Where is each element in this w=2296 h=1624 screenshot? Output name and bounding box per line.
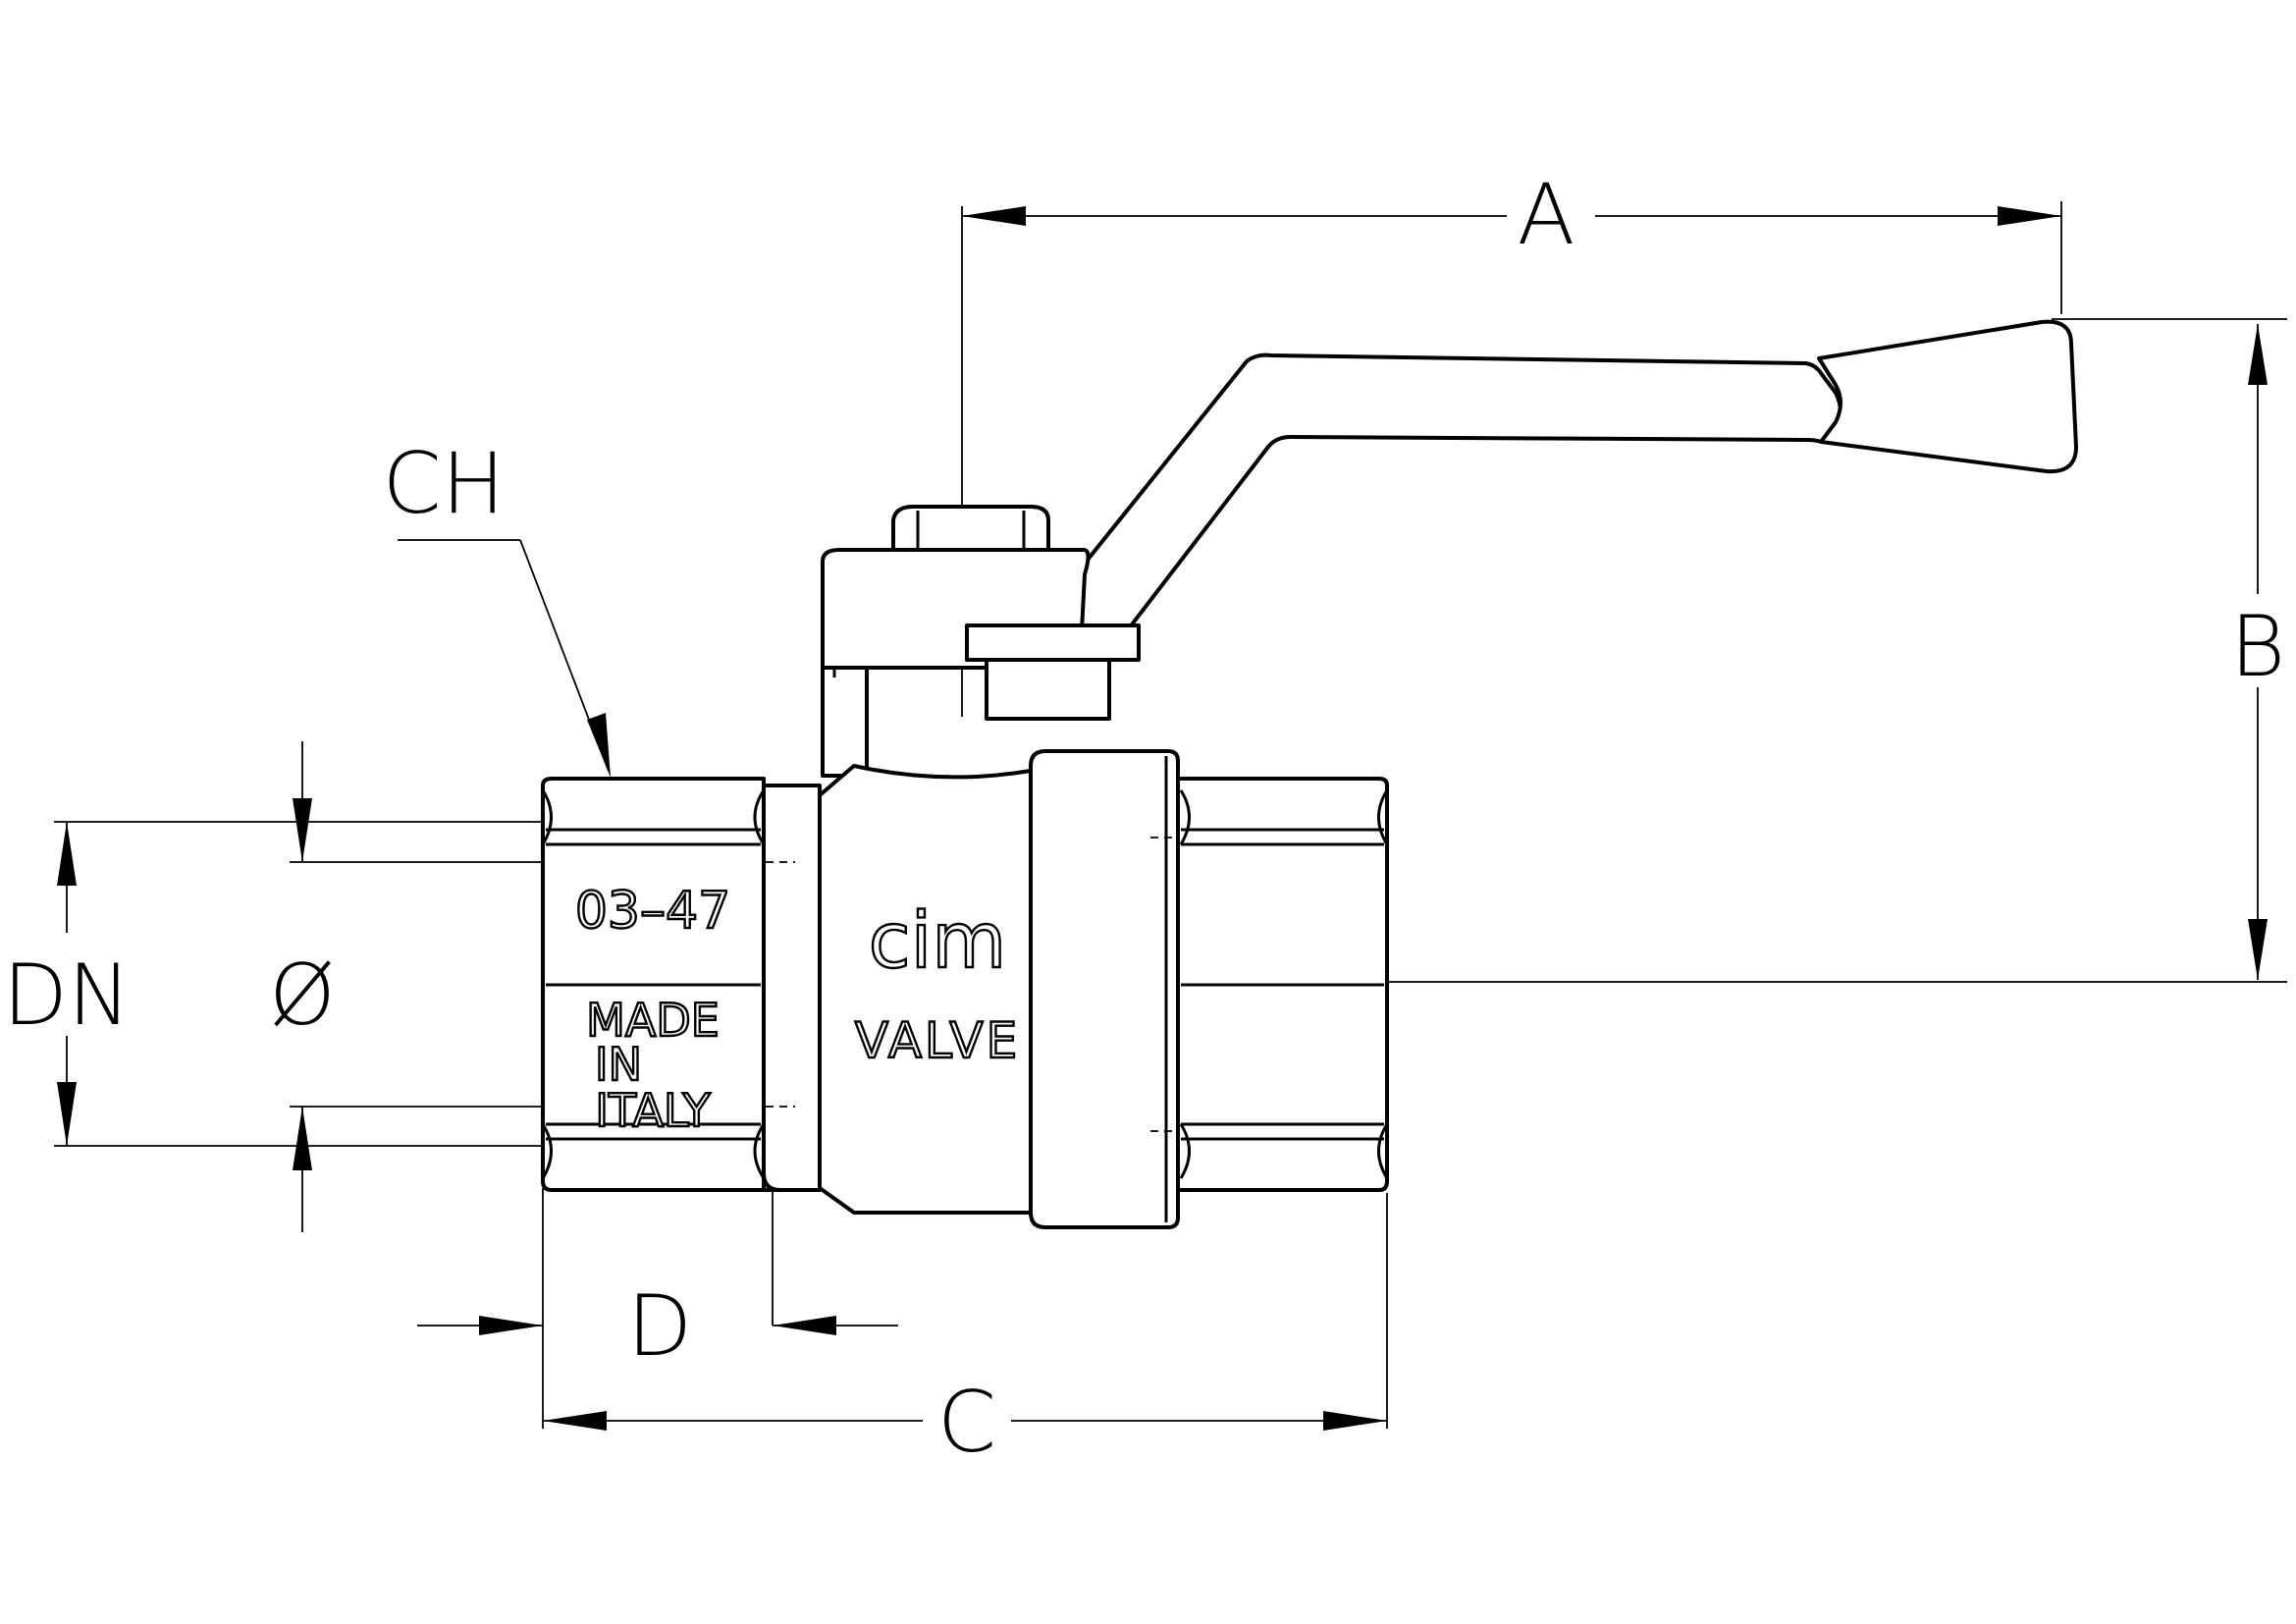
dimension-b: B [2230, 324, 2285, 980]
label-c: C [937, 1374, 996, 1472]
valve-body [541, 749, 1389, 1229]
dimension-c: C [543, 1374, 1387, 1472]
marking-code: 03–47 [575, 882, 730, 941]
dimension-dn: DN [3, 822, 132, 1146]
lever-handle [1078, 319, 2078, 630]
label-dn: DN [3, 947, 132, 1045]
marking-italy: ITALY [595, 1084, 711, 1137]
marking-valve: VALVE [855, 1012, 1020, 1069]
body-markings: 03–47 MADE IN ITALY cim VALVE [574, 881, 1020, 1138]
label-b: B [2230, 598, 2285, 696]
label-a: A [1518, 166, 1575, 264]
marking-brand: cim [869, 897, 1007, 986]
label-d: D [627, 1277, 692, 1376]
label-diameter: Ø [269, 947, 336, 1045]
stem-nut [821, 505, 1141, 778]
dimension-diameter: Ø [269, 741, 336, 1232]
dimension-a: A [962, 166, 2061, 264]
marking-made: MADE [586, 994, 720, 1047]
label-ch: CH [383, 435, 506, 533]
ch-leader: CH [383, 435, 611, 778]
marking-in: IN [595, 1038, 642, 1091]
dimension-d: D [417, 1277, 898, 1376]
